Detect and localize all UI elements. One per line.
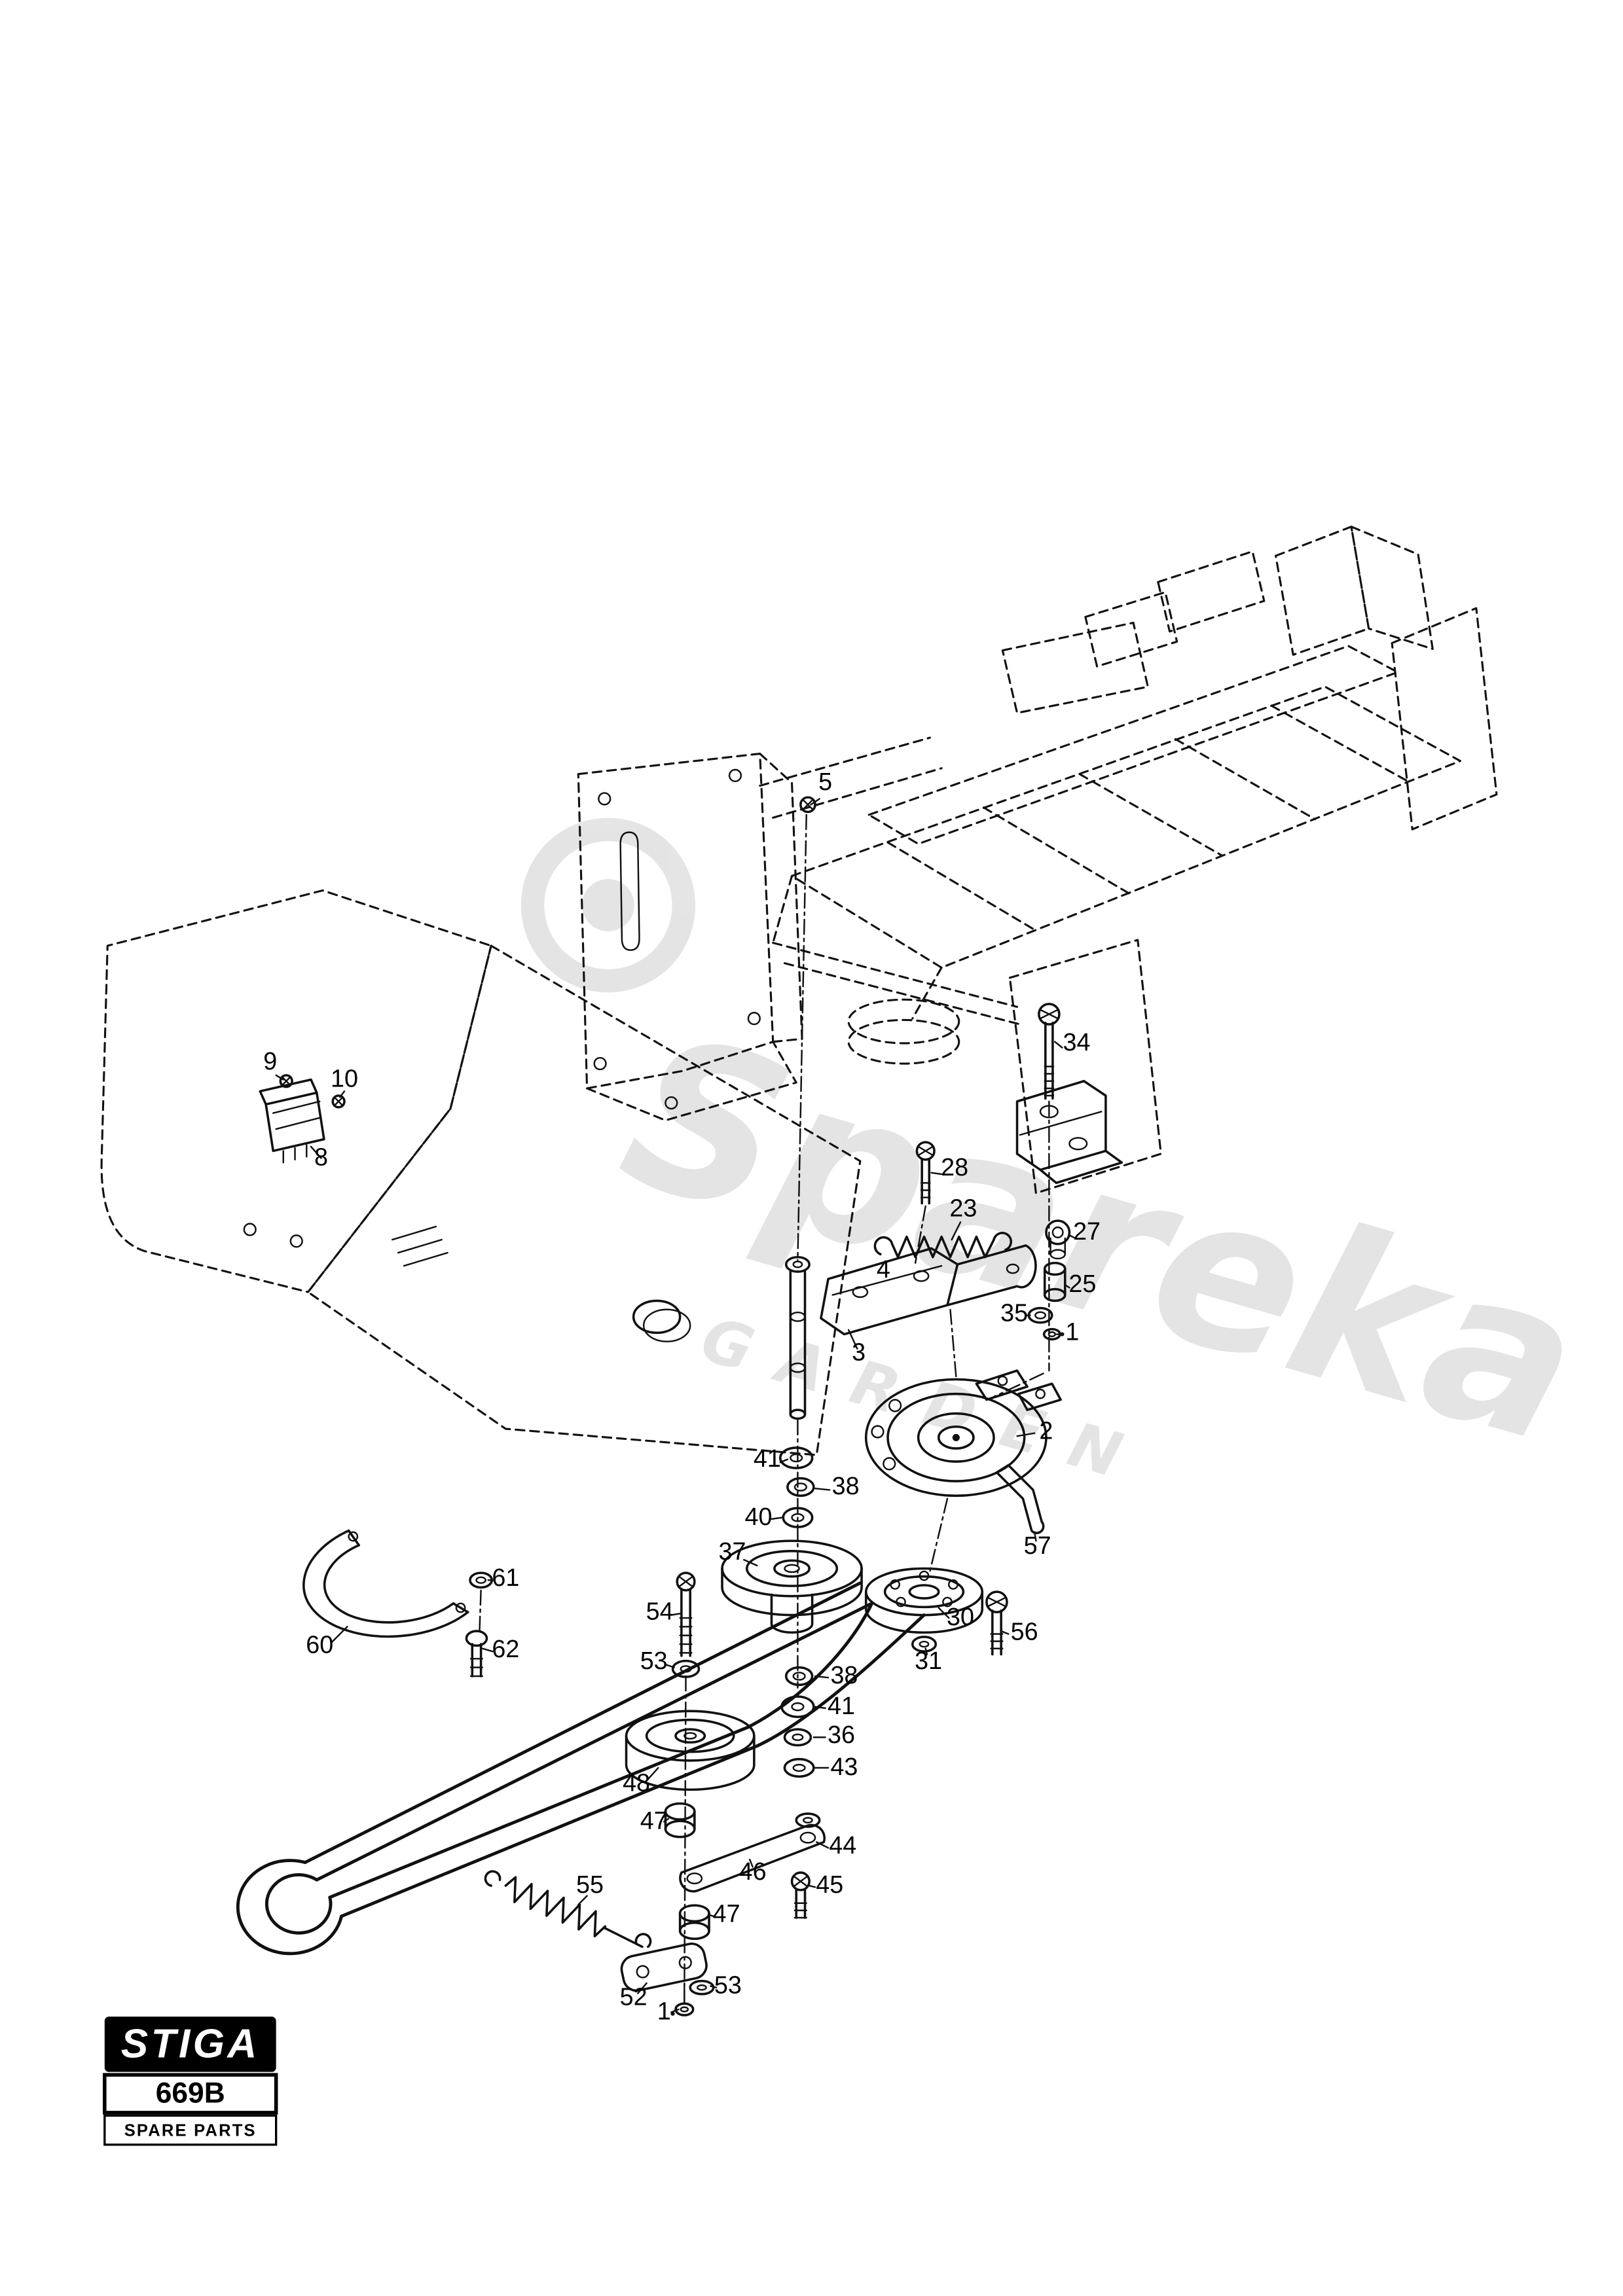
part-callout-47a: 47 bbox=[640, 1807, 668, 1835]
washer-stack bbox=[779, 1446, 815, 1778]
screw-9 bbox=[279, 1074, 293, 1088]
mounting-plate bbox=[577, 752, 803, 1122]
lever-57 bbox=[995, 1463, 1045, 1534]
part-callout-31: 31 bbox=[915, 1647, 942, 1675]
model-number: 669B bbox=[156, 2077, 225, 2109]
part-callout-61: 61 bbox=[492, 1564, 519, 1592]
part-callout-2: 2 bbox=[1039, 1418, 1053, 1445]
part-callout-34: 34 bbox=[1063, 1029, 1091, 1056]
bolt-56 bbox=[985, 1590, 1008, 1656]
part-callout-41a: 41 bbox=[754, 1445, 781, 1473]
washer-41-bottom bbox=[780, 1695, 815, 1718]
washer-41-top bbox=[779, 1446, 814, 1469]
part-callout-55: 55 bbox=[576, 1871, 604, 1899]
washer-40 bbox=[782, 1507, 814, 1528]
washer-53-bottom bbox=[689, 1979, 715, 1996]
spare-parts-box bbox=[103, 2114, 278, 2146]
model-box bbox=[103, 2073, 278, 2115]
pulley-37 bbox=[721, 1539, 863, 1634]
spare-parts-label: SPARE PARTS bbox=[124, 2121, 257, 2140]
part-callout-37: 37 bbox=[719, 1538, 746, 1566]
part-callout-23: 23 bbox=[949, 1194, 977, 1222]
part-callout-52: 52 bbox=[620, 1983, 647, 2011]
part-callout-60: 60 bbox=[306, 1631, 333, 1659]
hood-panels bbox=[100, 889, 862, 1456]
lockwasher-38-top bbox=[786, 1477, 815, 1498]
part-callout-28: 28 bbox=[941, 1154, 968, 1181]
washer-36 bbox=[783, 1728, 812, 1747]
bolt-62 bbox=[465, 1630, 488, 1647]
link-46 bbox=[679, 1812, 826, 1919]
bolt-45 bbox=[790, 1871, 811, 1892]
part-callout-25: 25 bbox=[1068, 1270, 1096, 1298]
part-callout-53a: 53 bbox=[640, 1647, 668, 1675]
washer-43 bbox=[783, 1757, 815, 1778]
lockwasher-38-bottom bbox=[784, 1666, 814, 1687]
strap-60 bbox=[302, 1529, 494, 1677]
part-callout-10: 10 bbox=[331, 1066, 358, 1093]
part-callout-30: 30 bbox=[947, 1604, 974, 1631]
part-callout-3: 3 bbox=[852, 1339, 866, 1367]
part-callout-38b: 38 bbox=[830, 1662, 858, 1689]
watermark-gear-hub-icon bbox=[581, 879, 634, 932]
watermark: Spareka GARDEN bbox=[520, 817, 1604, 1499]
part-callout-45: 45 bbox=[816, 1871, 843, 1899]
footer-brand-block: STIGA 669B SPARE PARTS bbox=[103, 2017, 278, 2146]
screw-5 bbox=[797, 796, 816, 1261]
part-callout-47b: 47 bbox=[713, 1901, 740, 1928]
part-callout-54: 54 bbox=[646, 1598, 674, 1625]
spring-55 bbox=[484, 1870, 652, 1948]
switch-assembly bbox=[259, 1074, 346, 1164]
part-callout-44: 44 bbox=[829, 1832, 856, 1859]
part-callouts: 5 9 10 8 34 28 23 27 25 35 1 4 3 2 41 38… bbox=[263, 768, 1101, 2026]
part-callout-56: 56 bbox=[1011, 1618, 1038, 1645]
spring-23 bbox=[873, 1232, 1013, 1259]
washer-31 bbox=[911, 1636, 938, 1653]
stiga-logo-text: STIGA bbox=[121, 2021, 260, 2066]
part-callout-36: 36 bbox=[828, 1721, 855, 1749]
part-callout-9: 9 bbox=[263, 1048, 277, 1075]
part-callout-27: 27 bbox=[1073, 1218, 1101, 1246]
part-callout-53b: 53 bbox=[714, 1972, 742, 2000]
nut-1-bottom bbox=[674, 2002, 695, 2017]
part-callout-35: 35 bbox=[1000, 1300, 1028, 1327]
part-callout-38a: 38 bbox=[832, 1473, 860, 1500]
bolt-34-bracket bbox=[993, 1003, 1123, 1398]
callout-leaders bbox=[275, 798, 1076, 2016]
part-callout-1a: 1 bbox=[1065, 1318, 1079, 1346]
part-callout-5: 5 bbox=[818, 768, 832, 796]
part-callout-40: 40 bbox=[745, 1503, 773, 1531]
part-callout-1b: 1 bbox=[657, 1998, 671, 2026]
part-callout-46: 46 bbox=[739, 1858, 767, 1886]
part-callout-48: 48 bbox=[623, 1770, 650, 1797]
part-callout-4: 4 bbox=[877, 1256, 890, 1283]
stiga-logo-box bbox=[104, 2017, 276, 2072]
drive-belt bbox=[236, 1581, 926, 1956]
washer-44 bbox=[795, 1812, 821, 1828]
part-callout-8: 8 bbox=[314, 1144, 328, 1172]
screw-10 bbox=[331, 1094, 346, 1109]
idler-pulley-48 bbox=[625, 1710, 756, 1791]
part-callout-41b: 41 bbox=[828, 1693, 855, 1720]
part-callout-62: 62 bbox=[492, 1636, 519, 1663]
clutch-2 bbox=[864, 1308, 1062, 1573]
chassis-frame bbox=[759, 526, 1498, 1194]
part-callout-43: 43 bbox=[830, 1753, 858, 1781]
bracket-3-4 bbox=[784, 1244, 1037, 1689]
part-callout-57: 57 bbox=[1024, 1532, 1051, 1560]
